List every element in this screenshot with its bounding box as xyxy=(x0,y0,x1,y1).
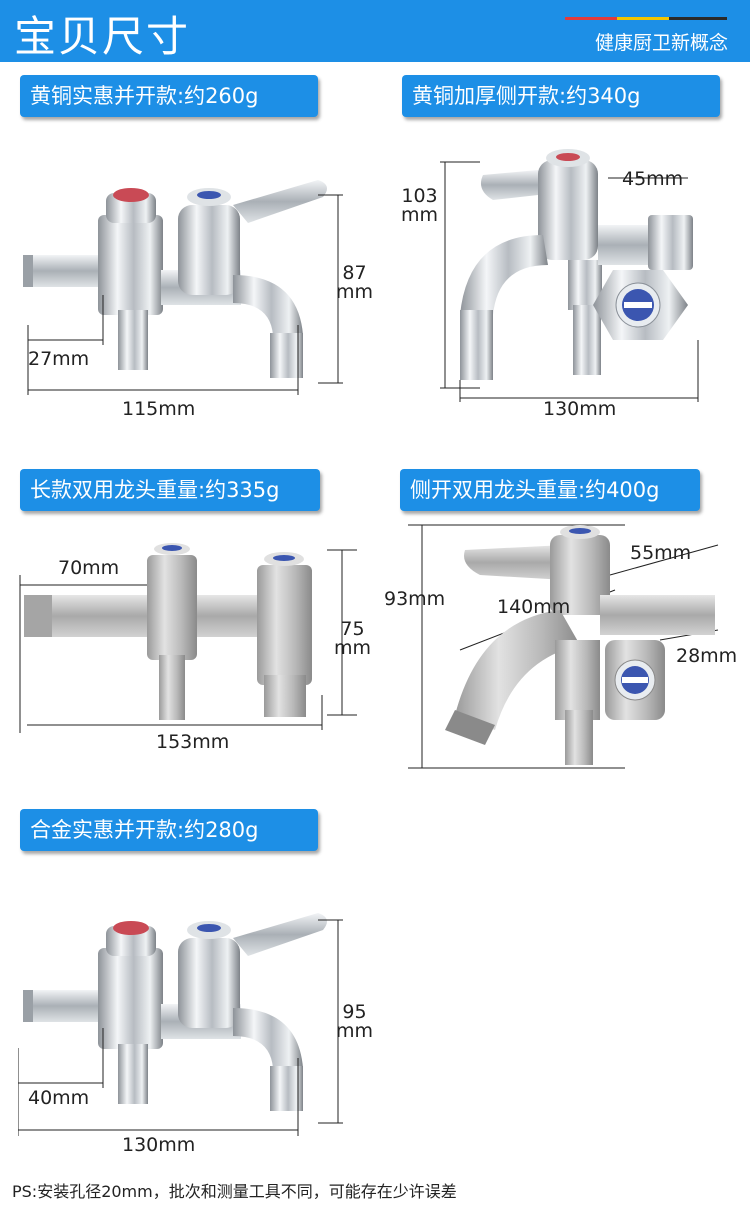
faucet-image-3 xyxy=(19,543,357,733)
dim-width-1: 115mm xyxy=(122,398,196,420)
dim-side-2: 45mm xyxy=(622,168,684,190)
color-stripe-yellow xyxy=(617,17,669,20)
dim-outlet-4: 28mm xyxy=(676,645,738,667)
header-subtitle: 健康厨卫新概念 xyxy=(594,32,728,54)
dim-inlet-5: 40mm xyxy=(28,1087,90,1109)
page-title: 宝贝尺寸 xyxy=(14,12,191,61)
faucet-image-4 xyxy=(408,524,719,769)
dim-width-3: 153mm xyxy=(156,731,230,753)
header-bar: 宝贝尺寸 健康厨卫新概念 xyxy=(0,0,750,62)
product-label-1: 黄铜实惠并开款:约260g xyxy=(20,75,318,117)
product-label-4: 侧开双用龙头重量:约400g xyxy=(400,469,700,511)
color-stripe-red xyxy=(565,17,617,20)
dim-width-2: 130mm xyxy=(543,398,617,420)
faucet-image-5 xyxy=(18,913,343,1136)
color-stripe-black xyxy=(669,17,727,20)
footnote: PS:安装孔径20mm，批次和测量工具不同，可能存在少许误差 xyxy=(12,1182,457,1201)
faucet-image-2 xyxy=(440,149,699,402)
faucet-image-1 xyxy=(23,180,343,395)
dim-side-4: 55mm xyxy=(630,542,692,564)
dim-inlet-3: 70mm xyxy=(58,557,120,579)
product-label-5: 合金实惠并开款:约280g xyxy=(20,809,318,851)
dim-inlet-1: 27mm xyxy=(28,348,90,370)
dim-height-4: 93mm xyxy=(384,588,446,610)
dim-width-5: 130mm xyxy=(122,1134,196,1156)
product-label-2: 黄铜加厚侧开款:约340g xyxy=(402,75,720,117)
dim-diag-4: 140mm xyxy=(497,596,571,618)
product-label-3: 长款双用龙头重量:约335g xyxy=(20,469,320,511)
